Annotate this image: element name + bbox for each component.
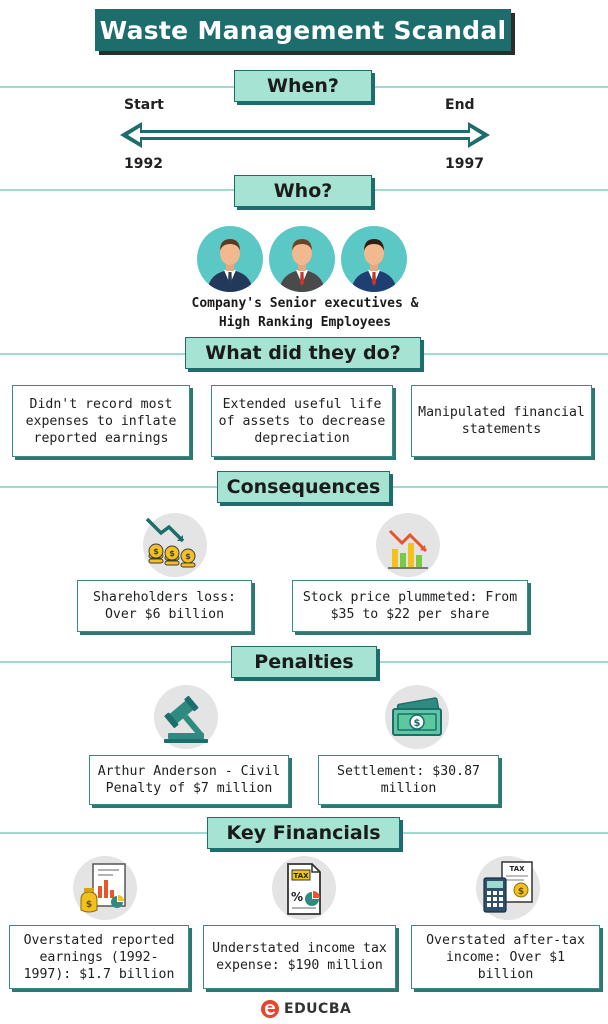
cash-icon: $ [385, 685, 449, 749]
stock-chart-decline-icon [376, 513, 440, 577]
tax-calculator-icon: TAX $ [476, 856, 540, 920]
action-box-2: Extended useful life of assets to decrea… [211, 385, 393, 457]
penalty-box-2: Settlement: $30.87 million [318, 755, 499, 805]
heading-financials: Key Financials [207, 817, 400, 849]
financial-box-3: Overstated after-tax income: Over $1 bil… [411, 925, 600, 989]
svg-text:TAX: TAX [509, 865, 525, 873]
heading-penalties: Penalties [231, 646, 377, 678]
timeline-arrow [120, 122, 490, 148]
svg-text:$: $ [153, 547, 159, 556]
executive-avatar-2 [269, 226, 335, 292]
svg-text:TAX: TAX [293, 872, 309, 880]
action-box-1: Didn't record most expenses to inflate r… [12, 385, 190, 457]
financial-box-2: Understated income tax expense: $190 mil… [203, 925, 396, 989]
start-year: 1992 [124, 156, 163, 172]
end-year: 1997 [445, 156, 484, 172]
executive-avatar-1 [197, 226, 263, 292]
consequence-box-2: Stock price plummeted: From $35 to $22 p… [292, 580, 528, 632]
page-title: Waste Management Scandal [95, 9, 511, 51]
action-box-3: Manipulated financial statements [411, 385, 592, 457]
educba-logo-icon [261, 1000, 279, 1018]
tax-document-icon: TAX % [272, 856, 336, 920]
who-caption: Company's Senior executives & High Ranki… [160, 294, 450, 332]
executive-avatar-3 [341, 226, 407, 292]
heading-when: When? [234, 70, 372, 102]
consequence-box-1: Shareholders loss: Over $6 billion [77, 580, 252, 632]
svg-text:%: % [291, 890, 303, 904]
svg-text:$: $ [86, 900, 92, 910]
who-caption-line-2: High Ranking Employees [218, 315, 392, 330]
start-label: Start [124, 97, 164, 113]
heading-what: What did they do? [185, 337, 421, 369]
financial-box-1: Overstated reported earnings (1992-1997)… [9, 925, 189, 989]
penalty-box-1: Arthur Anderson - Civil Penalty of $7 mi… [89, 755, 289, 805]
heading-consequences: Consequences [217, 471, 390, 503]
who-caption-line-1: Company's Senior executives & [191, 296, 419, 311]
svg-text:$: $ [169, 549, 175, 558]
earnings-report-icon: $ [73, 856, 137, 920]
end-label: End [445, 97, 475, 113]
heading-who: Who? [234, 175, 372, 207]
gavel-icon [154, 685, 218, 749]
svg-text:$: $ [414, 718, 421, 729]
coins-decline-icon: $ $ $ [143, 513, 207, 577]
educba-logo: EDUCBA [260, 998, 360, 1020]
svg-text:$: $ [518, 887, 524, 897]
svg-text:$: $ [185, 552, 191, 561]
educba-logo-text: EDUCBA [284, 1001, 352, 1017]
